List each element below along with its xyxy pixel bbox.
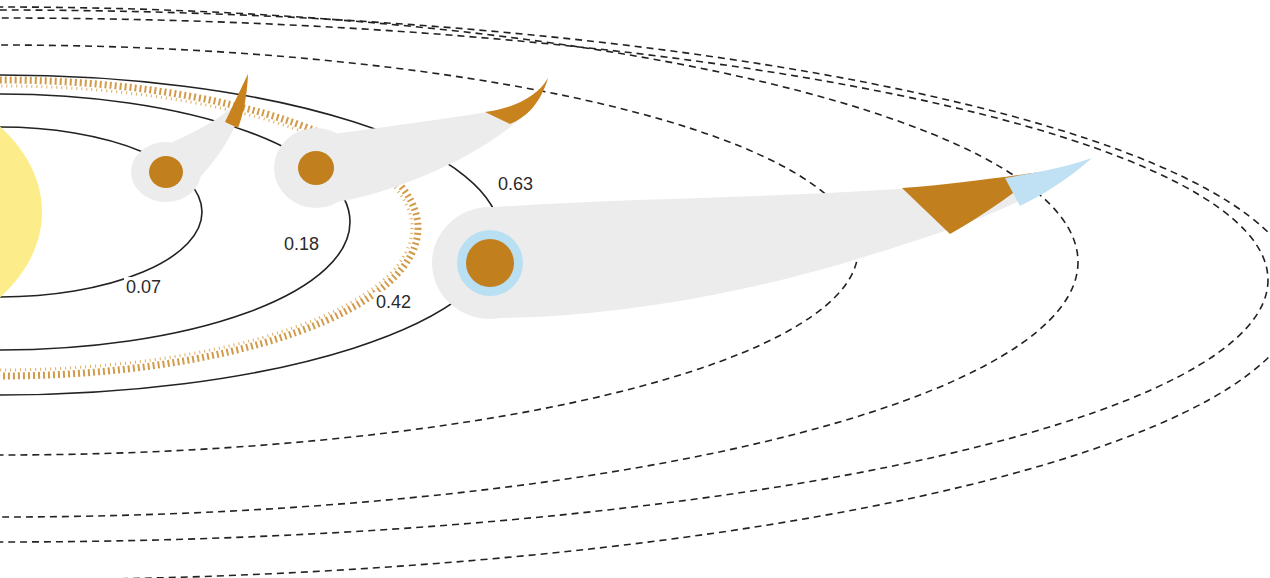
orbit-label: 0.42 [374,292,413,312]
planet-middle [274,78,548,208]
planet-inner [131,74,248,202]
orbit-label: 0.63 [496,174,535,194]
orbit-label: 0.18 [282,234,321,254]
planet-outer [432,158,1092,319]
star [0,72,42,352]
dashed-orbits [0,7,1270,578]
orbit-label: 0.07 [124,277,163,297]
